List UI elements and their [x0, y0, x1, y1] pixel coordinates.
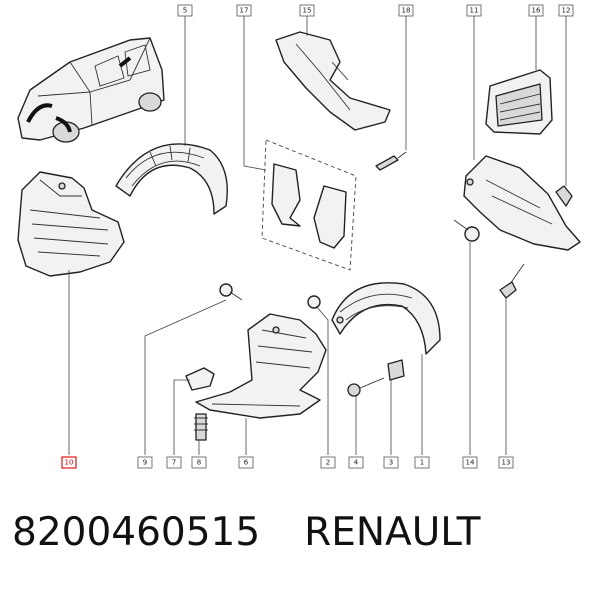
svg-text:2: 2 — [326, 459, 330, 467]
svg-text:7: 7 — [172, 459, 176, 467]
svg-text:4: 4 — [354, 459, 359, 467]
callout-17: 17 — [236, 4, 252, 17]
callout-18: 18 — [398, 4, 414, 17]
svg-text:3: 3 — [389, 459, 393, 467]
callout-16: 16 — [528, 4, 544, 17]
callout-1: 1 — [414, 456, 430, 469]
svg-text:1: 1 — [420, 459, 424, 467]
callout-2: 2 — [320, 456, 336, 469]
svg-text:8: 8 — [197, 459, 201, 467]
callout-9: 9 — [137, 456, 153, 469]
svg-text:6: 6 — [244, 459, 249, 467]
part-16-vent-grille — [485, 69, 553, 135]
svg-text:15: 15 — [303, 7, 312, 15]
svg-text:17: 17 — [240, 7, 249, 15]
part-2-clip — [307, 295, 321, 309]
callout-10-highlighted: 10 — [61, 456, 77, 469]
part-18-screw — [375, 151, 407, 171]
van-illustration — [17, 37, 165, 143]
svg-text:12: 12 — [562, 7, 571, 15]
part-4-bolt — [347, 377, 385, 397]
callout-3: 3 — [383, 456, 399, 469]
callout-6: 6 — [238, 456, 254, 469]
part-7-bracket — [185, 367, 215, 391]
part-17-mudflaps — [261, 139, 357, 271]
callout-15: 15 — [299, 4, 315, 17]
part-5-wheel-arch — [115, 143, 228, 215]
part-14-push-pin — [453, 219, 480, 242]
svg-text:5: 5 — [183, 7, 187, 15]
brand-name: RENAULT — [304, 510, 481, 555]
svg-text:14: 14 — [466, 459, 475, 467]
svg-text:10: 10 — [65, 459, 74, 467]
leader-lines — [68, 16, 567, 455]
callout-5: 5 — [177, 4, 193, 17]
part-1-front-arch — [331, 282, 441, 355]
svg-text:13: 13 — [502, 459, 511, 467]
callout-4: 4 — [348, 456, 364, 469]
part-9-screw — [219, 283, 243, 301]
part-number: 8200460515 — [12, 510, 261, 555]
callout-8: 8 — [191, 456, 207, 469]
part-8-screw — [194, 413, 208, 441]
part-3-nut — [387, 359, 405, 381]
callout-13: 13 — [498, 456, 514, 469]
part-13-screw — [499, 263, 525, 299]
part-15-arch-panel — [275, 31, 391, 131]
svg-text:16: 16 — [532, 7, 541, 15]
callout-11: 11 — [466, 4, 482, 17]
callout-12: 12 — [558, 4, 574, 17]
svg-text:9: 9 — [143, 459, 147, 467]
callout-14: 14 — [462, 456, 478, 469]
part-11-rear-liner — [463, 155, 581, 251]
part-6-undertray — [195, 313, 327, 419]
svg-text:11: 11 — [470, 7, 479, 15]
callout-7: 7 — [166, 456, 182, 469]
parts-diagram: 5 17 15 18 11 16 12 10 9 7 8 6 — [17, 4, 581, 469]
svg-text:18: 18 — [402, 7, 411, 15]
part-caption: 8200460515 RENAULT — [12, 510, 592, 555]
part-18-inner-liner — [17, 171, 125, 277]
part-12-clip — [555, 185, 573, 207]
